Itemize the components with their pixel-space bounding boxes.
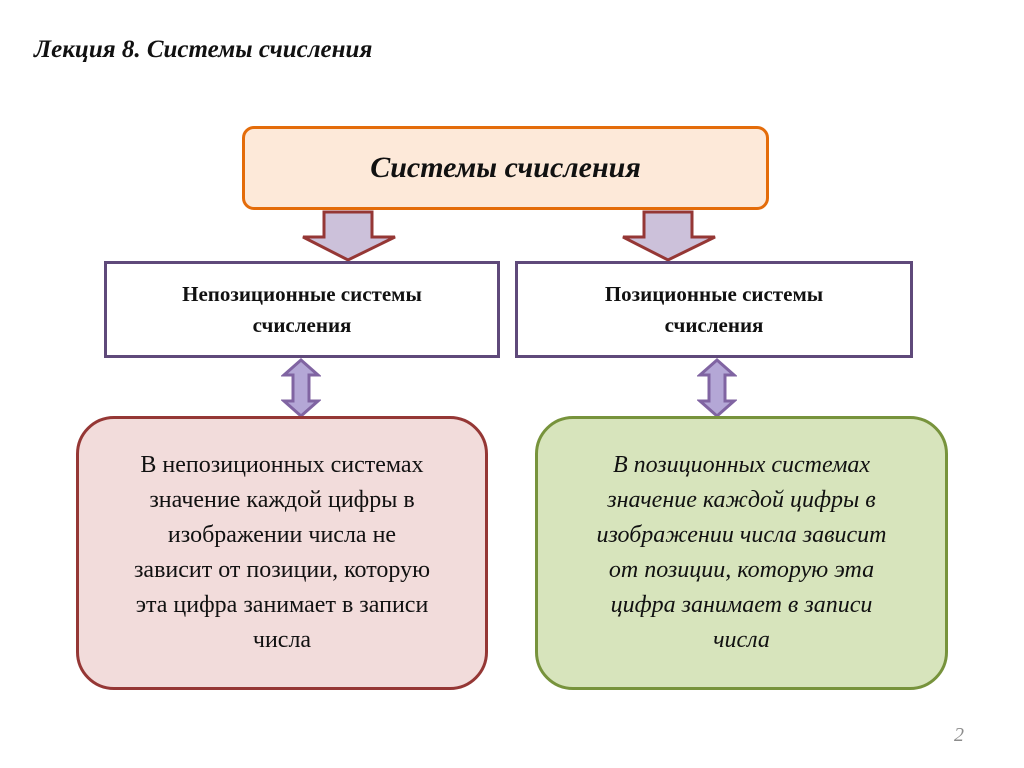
nonpositional-systems-label: Непозиционные системы счисления <box>182 281 422 337</box>
nonpositional-description-box: В непозиционных системах значение каждой… <box>76 416 488 690</box>
updown-arrow-left-icon <box>281 358 321 418</box>
positional-systems-label: Позиционные системы счисления <box>604 281 824 337</box>
down-arrow-right-icon <box>622 210 716 262</box>
positional-description-text: В позиционных системах значение каждой ц… <box>596 452 887 653</box>
nonpositional-description-text: В непозиционных системах значение каждой… <box>133 452 431 653</box>
slide-number: 2 <box>954 724 964 746</box>
positional-description-box: В позиционных системах значение каждой ц… <box>535 416 948 690</box>
slide-title: Лекция 8. Системы счисления <box>34 36 373 63</box>
updown-arrow-right-icon <box>697 358 737 418</box>
down-arrow-left-icon <box>302 210 396 262</box>
root-node-box: Системы счисления <box>242 126 769 210</box>
nonpositional-systems-box: Непозиционные системы счисления <box>104 261 500 358</box>
positional-systems-box: Позиционные системы счисления <box>515 261 913 358</box>
root-node-label: Системы счисления <box>370 151 641 184</box>
